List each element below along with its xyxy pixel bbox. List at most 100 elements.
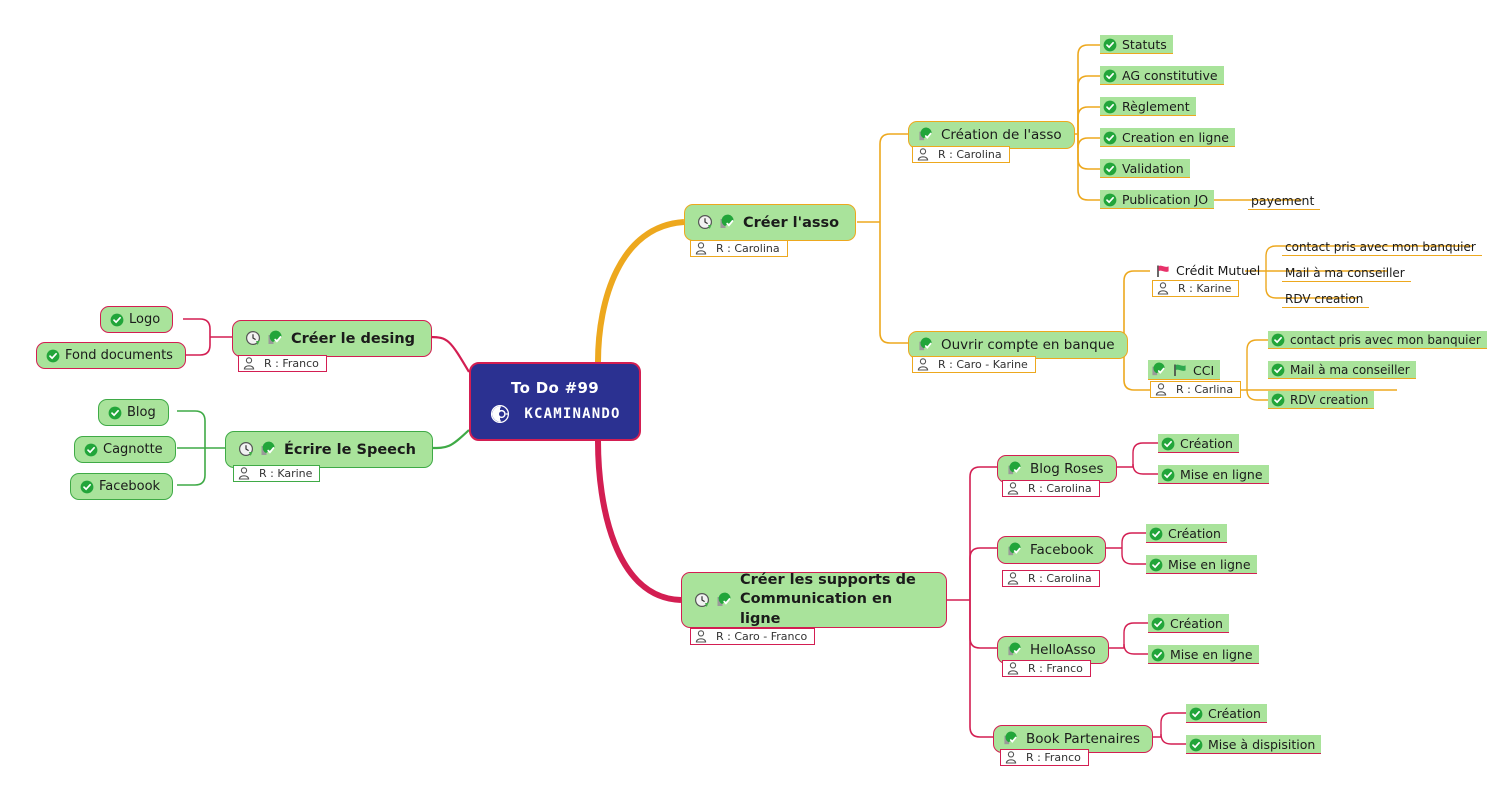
person-icon xyxy=(1157,282,1169,295)
person-icon xyxy=(1155,383,1167,396)
task-progress-icon xyxy=(716,592,733,609)
leaf-statuts[interactable]: Statuts xyxy=(1100,35,1173,54)
leaf-book-mise-a-disposition[interactable]: Mise à dispisition xyxy=(1186,735,1322,754)
responsible-tag: R : Carolina xyxy=(1002,480,1100,497)
task-progress-icon xyxy=(1007,542,1023,558)
leaf-blog[interactable]: Blog xyxy=(98,399,169,426)
leaf-label: Création xyxy=(1208,706,1261,721)
leaf-label: Publication JO xyxy=(1122,192,1209,207)
node-creation-de-lasso[interactable]: Création de l'asso xyxy=(908,121,1075,149)
responsible-label: R : Carolina xyxy=(1028,572,1092,585)
leaf-facebook-speech[interactable]: Facebook xyxy=(70,473,174,500)
leaf-cm-rdv-creation[interactable]: RDV creation xyxy=(1282,290,1370,308)
leaf-label: Logo xyxy=(129,312,161,327)
leaf-fond-documents[interactable]: Fond documents xyxy=(36,342,186,369)
check-circle-icon xyxy=(1149,527,1163,541)
brand-logo: KCAMINANDO xyxy=(489,403,620,425)
check-circle-icon xyxy=(1149,558,1163,572)
leaf-label: Mail à ma conseiller xyxy=(1285,266,1405,280)
leaf-helloasso-creation[interactable]: Création xyxy=(1148,614,1229,633)
check-circle-icon xyxy=(1161,437,1175,451)
leaf-label: Creation en ligne xyxy=(1122,130,1229,145)
node-ouvrir-compte-en-banque[interactable]: Ouvrir compte en banque xyxy=(908,331,1128,359)
clock-deadline-icon xyxy=(697,214,714,231)
leaf-facebook-creation[interactable]: Création xyxy=(1146,524,1227,543)
leaf-label: Création xyxy=(1168,526,1221,541)
responsible-tag: R : Caro - Karine xyxy=(912,356,1036,373)
node-label: HelloAsso xyxy=(1030,642,1096,658)
check-circle-icon xyxy=(46,349,60,363)
leaf-label: Création xyxy=(1170,616,1223,631)
leaf-logo[interactable]: Logo xyxy=(100,306,174,333)
person-icon xyxy=(238,467,250,480)
leaf-label: contact pris avec mon banquier xyxy=(1290,333,1481,347)
person-icon xyxy=(695,242,707,255)
check-circle-icon xyxy=(1189,707,1203,721)
responsible-label: R : Franco xyxy=(1026,751,1081,764)
leaf-ag-constitutive[interactable]: AG constitutive xyxy=(1100,66,1224,85)
person-icon xyxy=(1007,662,1019,675)
task-progress-icon xyxy=(260,441,277,458)
check-circle-icon xyxy=(84,443,98,457)
leaf-label: Blog xyxy=(127,405,156,420)
brand-name: KCAMINANDO xyxy=(524,405,621,422)
node-label: CCI xyxy=(1193,362,1215,378)
leaf-label: Mise à dispisition xyxy=(1208,737,1316,752)
leaf-blogroses-creation[interactable]: Création xyxy=(1158,434,1239,453)
leaf-creation-en-ligne[interactable]: Creation en ligne xyxy=(1100,128,1235,147)
leaf-cm-mail-conseiller[interactable]: Mail à ma conseiller xyxy=(1282,264,1411,282)
leaf-label: Règlement xyxy=(1122,99,1190,114)
node-cci[interactable]: CCI xyxy=(1148,360,1221,380)
responsible-label: R : Karine xyxy=(259,467,313,480)
responsible-label: R : Carolina xyxy=(716,242,780,255)
leaf-blogroses-mise-en-ligne[interactable]: Mise en ligne xyxy=(1158,465,1269,484)
leaf-label: Validation xyxy=(1122,161,1184,176)
leaf-cci-mail-conseiller[interactable]: Mail à ma conseiller xyxy=(1268,361,1416,379)
task-progress-icon xyxy=(1007,461,1023,477)
node-creer-le-desing[interactable]: Créer le desing xyxy=(232,320,433,357)
leaf-cagnotte[interactable]: Cagnotte xyxy=(74,436,176,463)
responsible-label: R : Franco xyxy=(264,357,319,370)
responsible-tag: R : Franco xyxy=(1002,660,1091,677)
compass-logo-icon xyxy=(489,403,511,425)
node-label: Book Partenaires xyxy=(1026,731,1141,747)
node-facebook[interactable]: Facebook xyxy=(997,536,1107,564)
node-supports-communication[interactable]: Créer les supports de Communication en l… xyxy=(681,572,947,628)
task-progress-icon xyxy=(1151,362,1167,378)
leaf-cci-rdv-creation[interactable]: RDV creation xyxy=(1268,391,1375,409)
leaf-helloasso-mise-en-ligne[interactable]: Mise en ligne xyxy=(1148,645,1259,664)
node-helloasso[interactable]: HelloAsso xyxy=(997,636,1109,664)
central-node[interactable]: To Do #99 KCAMINANDO xyxy=(469,362,641,441)
leaf-book-creation[interactable]: Création xyxy=(1186,704,1267,723)
leaf-cci-contact-banquier[interactable]: contact pris avec mon banquier xyxy=(1268,331,1487,349)
clock-deadline-icon xyxy=(245,330,262,347)
leaf-facebook-mise-en-ligne[interactable]: Mise en ligne xyxy=(1146,555,1257,574)
leaf-label: Mise en ligne xyxy=(1170,647,1253,662)
responsible-tag: R : Karine xyxy=(233,465,321,482)
node-label: Créer les supports de Communication en l… xyxy=(740,571,916,627)
node-credit-mutuel[interactable]: Crédit Mutuel xyxy=(1152,261,1266,279)
leaf-label: Fond documents xyxy=(65,348,173,363)
node-blog-roses[interactable]: Blog Roses xyxy=(997,455,1117,483)
person-icon xyxy=(917,148,929,161)
responsible-label: R : Carlina xyxy=(1176,383,1234,396)
node-ecrire-le-speech[interactable]: Écrire le Speech xyxy=(225,431,433,468)
person-icon xyxy=(695,630,707,643)
leaf-label: Mail à ma conseiller xyxy=(1290,363,1410,377)
leaf-validation[interactable]: Validation xyxy=(1100,159,1190,178)
check-circle-icon xyxy=(1103,100,1117,114)
node-creer-lasso[interactable]: Créer l'asso xyxy=(684,204,857,241)
leaf-label: Facebook xyxy=(99,479,161,494)
leaf-payement[interactable]: payement xyxy=(1248,191,1321,210)
leaf-cm-contact-banquier[interactable]: contact pris avec mon banquier xyxy=(1282,238,1482,256)
responsible-tag: R : Carolina xyxy=(1002,570,1100,587)
person-icon xyxy=(243,357,255,370)
leaf-label: payement xyxy=(1251,193,1315,208)
leaf-publication-jo[interactable]: Publication JO xyxy=(1100,190,1215,209)
node-book-partenaires[interactable]: Book Partenaires xyxy=(993,725,1154,753)
clock-deadline-icon xyxy=(238,441,255,458)
check-circle-icon xyxy=(1151,617,1165,631)
task-progress-icon xyxy=(918,337,934,353)
leaf-reglement[interactable]: Règlement xyxy=(1100,97,1196,116)
check-circle-icon xyxy=(1189,738,1203,752)
